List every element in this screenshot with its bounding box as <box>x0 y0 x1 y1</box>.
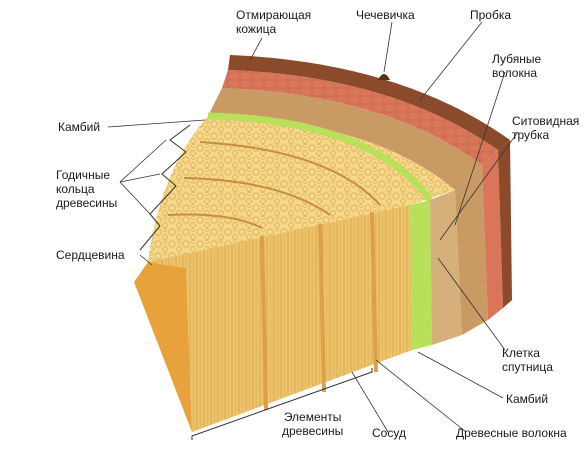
leader-vessel <box>352 372 388 432</box>
leader-annual-rings-1 <box>120 140 166 182</box>
label-lenticel: Чечевичка <box>356 8 415 22</box>
label-dying-skin: Отмирающая кожица <box>236 8 311 36</box>
label-cork: Пробка <box>470 8 511 22</box>
cambium-side <box>410 200 432 350</box>
pith <box>134 262 192 432</box>
label-sieve-tube: Ситовидная трубка <box>512 114 579 142</box>
label-vessel: Сосуд <box>372 426 406 440</box>
label-wood-fibers: Древесные волокна <box>456 426 567 440</box>
label-cambium-right: Камбий <box>506 392 548 406</box>
leader-annual-rings-3 <box>120 182 150 214</box>
leader-cork <box>420 22 482 100</box>
label-pith: Сердцевина <box>56 248 125 262</box>
label-companion-cell: Клетка спутница <box>502 346 553 374</box>
label-annual-rings: Годичные кольца древесины <box>56 168 117 210</box>
label-wood-elements: Элементы древесины <box>282 410 343 438</box>
label-cambium-left: Камбий <box>58 120 100 134</box>
lenticel-bump <box>378 74 390 80</box>
leader-cambium-right <box>418 352 503 398</box>
leader-annual-rings-2 <box>120 174 160 182</box>
label-bast-fibers: Лубяные волокна <box>492 52 541 80</box>
leader-lenticel <box>384 22 392 72</box>
leader-cambium-left <box>108 120 205 127</box>
